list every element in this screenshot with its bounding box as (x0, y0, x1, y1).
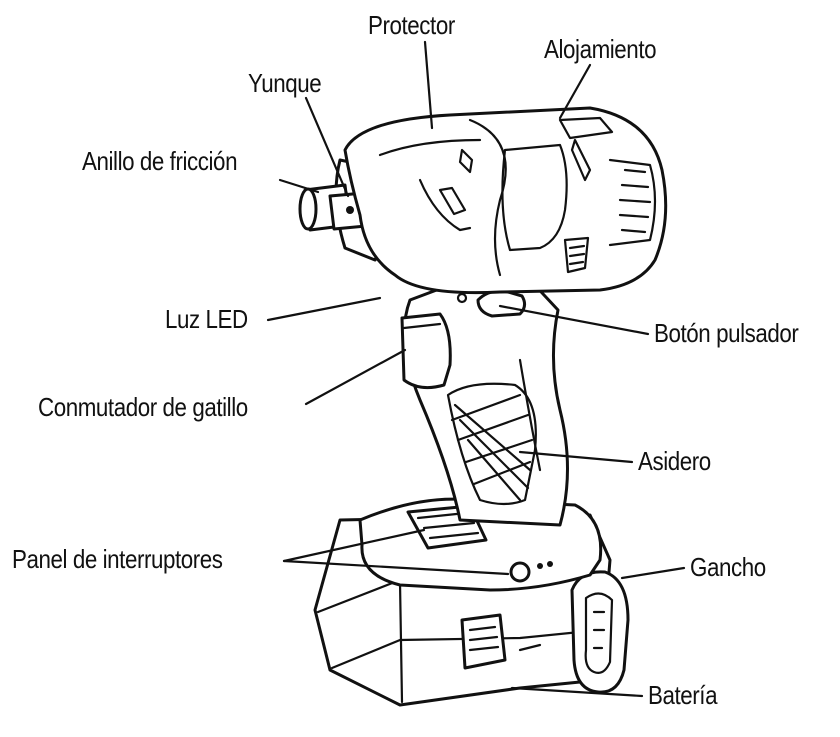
label-bateria: Batería (648, 680, 718, 710)
label-conmutador: Conmutador de gatillo (38, 392, 248, 422)
leader-bateria (510, 686, 644, 698)
housing (343, 106, 668, 295)
label-asidero: Asidero (638, 446, 711, 476)
leader-yunque (304, 96, 350, 198)
leader-lines (266, 40, 686, 698)
leader-asidero (518, 450, 634, 464)
leader-boton (498, 304, 650, 336)
trigger (400, 312, 452, 390)
label-anillo: Anillo de fricción (82, 146, 238, 176)
leader-gancho (620, 566, 686, 580)
label-protector: Protector (368, 10, 455, 40)
label-luz-led: Luz LED (165, 304, 248, 334)
hook (570, 570, 630, 694)
label-panel: Panel de interruptores (12, 544, 223, 574)
leader-panel-2 (282, 559, 510, 576)
label-alojamiento: Alojamiento (544, 34, 657, 64)
leader-protector (423, 40, 434, 130)
leader-alojamiento (558, 63, 592, 120)
label-yunque: Yunque (248, 68, 322, 98)
leader-panel-1 (282, 528, 426, 563)
leader-luz-led (266, 296, 382, 322)
leader-anillo (278, 178, 320, 194)
label-gancho: Gancho (690, 552, 766, 582)
leader-conmutador (304, 348, 407, 406)
label-boton: Botón pulsador (654, 318, 799, 348)
